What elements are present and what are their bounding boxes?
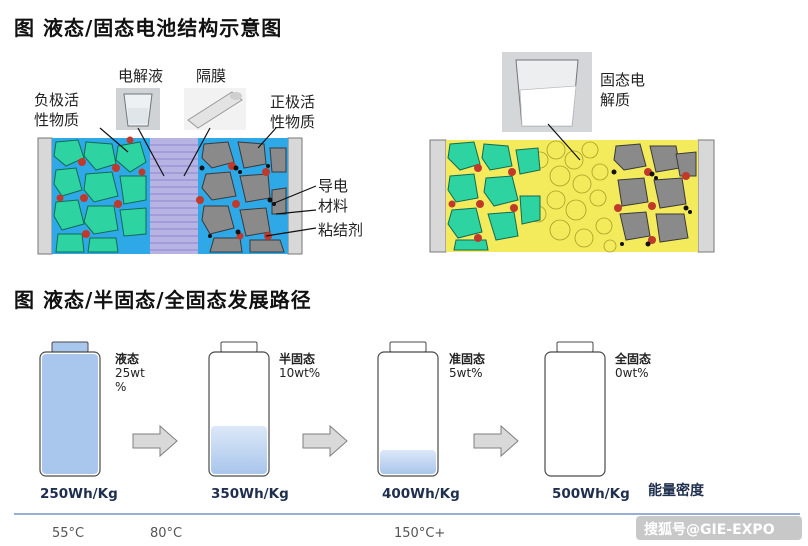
arrow-1	[132, 424, 178, 458]
cathode-label: 正极活 性物质	[270, 92, 315, 132]
cathode-label-line1: 正极活	[270, 93, 316, 111]
anode-particles	[53, 139, 147, 253]
solid-electrolyte-grains	[529, 140, 617, 253]
anode-label-line1: 负极活	[34, 91, 80, 109]
battery-semi-solid	[208, 341, 270, 477]
solid-cell-diagram	[429, 52, 715, 253]
binder-label: 粘结剂	[318, 221, 364, 239]
solid-electrolyte-label-line2: 解质	[600, 91, 631, 109]
battery-label-semi-solid: 半固态 10wt%	[279, 352, 320, 380]
solid-cathode-particles	[613, 143, 697, 243]
section1-title: 图 液态/固态电池结构示意图	[14, 16, 283, 40]
energy-density-label: 能量密度	[648, 483, 704, 499]
section2-title: 图 液态/半固态/全固态发展路径	[14, 288, 312, 312]
progress-arrows	[132, 424, 519, 458]
battery-cap	[556, 341, 594, 353]
electrolyte-label: 电解液	[118, 67, 164, 85]
battery-cap	[220, 341, 258, 353]
watermark: 搜狐号@GIE-EXPO	[644, 522, 775, 538]
energy-quasi-solid: 400Wh/Kg	[382, 486, 460, 502]
arrow-2	[302, 424, 348, 458]
solid-conductive-dots	[611, 169, 692, 247]
battery-content: 5wt%	[449, 366, 483, 380]
battery-row	[39, 341, 606, 477]
battery-content: 25wt	[115, 366, 145, 380]
battery-cap	[389, 341, 427, 353]
battery-label-all-solid: 全固态 0wt%	[615, 352, 651, 380]
solid-right-collector	[697, 139, 715, 253]
battery-label-quasi-solid: 准固态 5wt%	[449, 352, 485, 380]
energy-liquid: 250Wh/Kg	[40, 486, 118, 502]
solid-electrolyte-label-line1: 固态电	[600, 71, 646, 89]
conductive-label-line2: 材料	[318, 197, 349, 215]
watermark-bg	[636, 516, 802, 540]
left-collector	[37, 137, 53, 255]
conductive-label-line1: 导电	[318, 177, 349, 195]
solid-electrolyte-beaker-image	[502, 52, 592, 132]
battery-quasi-solid	[377, 341, 439, 477]
cathode-label-line2: 性物质	[270, 113, 316, 131]
solid-binder-dots	[448, 164, 690, 244]
conductive-dots	[199, 164, 276, 238]
anode-label-line2: 性物质	[34, 111, 80, 129]
battery-content: 10wt%	[279, 366, 321, 380]
battery-name: 准固态	[449, 352, 486, 366]
battery-cap	[51, 341, 89, 353]
battery-name: 半固态	[279, 352, 316, 366]
battery-name: 全固态	[615, 352, 652, 366]
battery-all-solid	[544, 341, 606, 477]
solid-leader-line	[547, 123, 581, 161]
temperature-150: 150°C+	[394, 526, 446, 541]
battery-label-liquid: 液态 25wt %	[115, 352, 145, 394]
solid-electrolyte-label: 固态电 解质	[600, 70, 645, 110]
battery-content-2: %	[115, 380, 127, 394]
arrow-3	[473, 424, 519, 458]
separator-film-image	[184, 88, 246, 130]
electrolyte-beaker-image	[116, 88, 160, 130]
battery-fill-level	[42, 354, 98, 474]
liquid-cell-diagram	[37, 88, 317, 255]
battery-body	[544, 351, 606, 477]
energy-semi-solid: 350Wh/Kg	[211, 486, 289, 502]
temperature-80: 80°C	[150, 526, 183, 541]
separator-label: 隔膜	[196, 67, 227, 85]
temperature-55: 55°C	[52, 526, 85, 541]
energy-all-solid: 500Wh/Kg	[552, 486, 630, 502]
left-leader-lines	[99, 127, 317, 237]
battery-liquid	[39, 341, 101, 477]
cathode-particles	[201, 141, 287, 253]
battery-fill-level	[380, 450, 436, 474]
solid-left-collector	[429, 139, 447, 253]
anode-label: 负极活 性物质	[34, 90, 79, 130]
conductive-label: 导电 材料	[318, 176, 348, 216]
separator	[150, 138, 198, 254]
battery-body	[377, 351, 439, 477]
battery-fill-level	[211, 426, 267, 474]
solid-anode-particles	[447, 141, 541, 251]
battery-name: 液态	[115, 352, 140, 366]
battery-content: 0wt%	[615, 366, 649, 380]
